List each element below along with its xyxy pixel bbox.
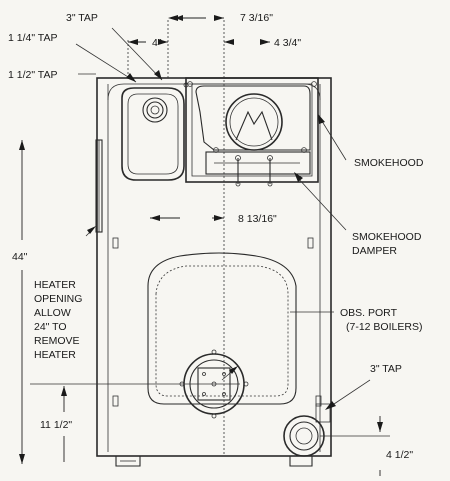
diagram-labels: 3" TAP 7 3/16" 1 1/4" TAP 4" 4 3/4" 1 1/… — [8, 12, 424, 461]
smokehood-label: SMOKEHOOD — [354, 157, 424, 169]
dim-4-3-4-label: 4 3/4" — [274, 37, 301, 49]
dim-8-13-16-label: 8 13/16" — [238, 213, 277, 225]
smokehood — [185, 77, 319, 187]
dim-4-label: 4" — [152, 37, 162, 49]
heater-label-6: HEATER — [34, 349, 76, 361]
tap-3-top-label: 3" TAP — [66, 12, 98, 24]
dim-4-1-2-label: 4 1/2" — [386, 449, 413, 461]
upper-left-chamber — [121, 82, 189, 181]
smokehood-damper-label-2: DAMPER — [352, 245, 397, 257]
dim-7-3-16-label: 7 3/16" — [240, 12, 273, 24]
dimension-lines — [19, 15, 390, 476]
obs-port-label-2: (7-12 BOILERS) — [346, 321, 422, 333]
heater-label-3: ALLOW — [34, 307, 71, 319]
bottom-tap-fitting — [283, 403, 331, 457]
obs-port-label-1: OBS. PORT — [340, 307, 398, 319]
dim-11-1-2-label: 11 1/2" — [40, 419, 72, 431]
tap-3-bottom-label: 3" TAP — [370, 363, 402, 375]
center-panel — [147, 252, 297, 419]
heater-label-5: REMOVE — [34, 335, 80, 347]
tap-1-1-2-label: 1 1/2" TAP — [8, 69, 57, 81]
heater-label-2: OPENING — [34, 293, 82, 305]
heater-label-1: HEATER — [34, 279, 76, 291]
heater-label-4: 24" TO — [34, 321, 67, 333]
smokehood-damper-label-1: SMOKEHOOD — [352, 231, 422, 243]
tap-1-1-4-label: 1 1/4" TAP — [8, 32, 57, 44]
dim-44-label: 44" — [12, 251, 28, 263]
